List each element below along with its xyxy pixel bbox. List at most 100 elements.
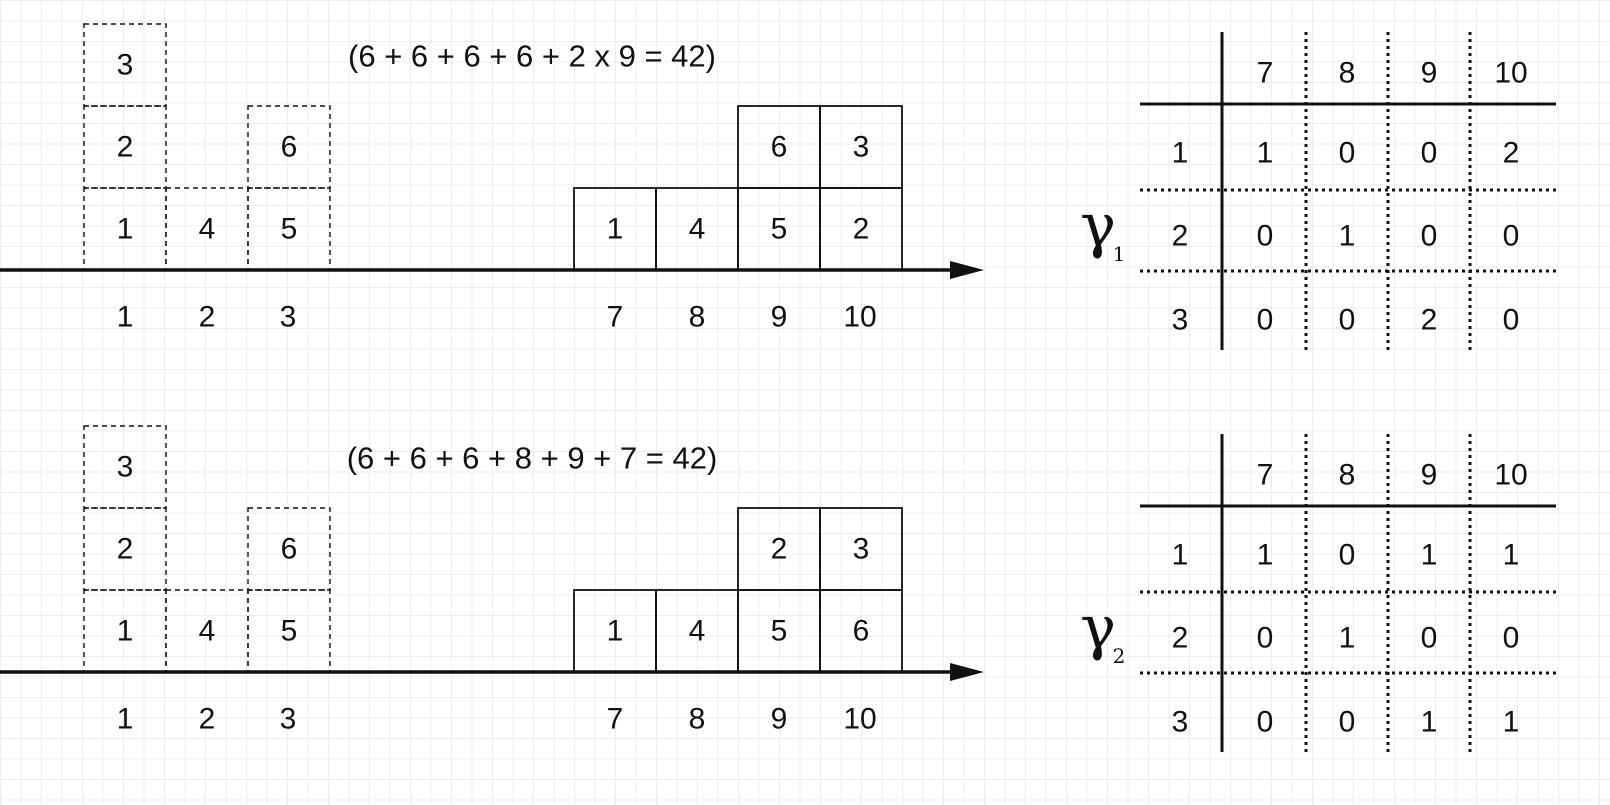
matrix-cell: 0 — [1339, 706, 1356, 739]
matrix-cell: 1 — [1339, 622, 1356, 655]
target-box — [819, 507, 903, 591]
equation-label: (6 + 6 + 6 + 8 + 9 + 7 = 42) — [347, 441, 718, 476]
box-label: 5 — [771, 213, 788, 246]
box-label: 6 — [853, 615, 870, 648]
axis-label: 3 — [280, 703, 297, 736]
box-label: 1 — [117, 213, 134, 246]
matrix-cell: 0 — [1421, 220, 1438, 253]
matrix-col-header: 7 — [1257, 57, 1274, 90]
matrix-cell: 1 — [1421, 539, 1438, 572]
box-label: 2 — [853, 213, 870, 246]
gamma-symbol: γ — [1080, 191, 1116, 261]
matrix-cell: 1 — [1339, 220, 1356, 253]
matrix-cell: 2 — [1503, 137, 1520, 170]
matrix-row-header: 1 — [1172, 539, 1189, 572]
source-box — [83, 23, 167, 107]
axis-label: 3 — [280, 301, 297, 334]
matrix-col-header: 8 — [1339, 57, 1356, 90]
matrix-cell: 1 — [1257, 137, 1274, 170]
source-box — [83, 589, 167, 673]
box-label: 4 — [199, 213, 216, 246]
matrix-col-header: 9 — [1421, 459, 1438, 492]
axis-label: 2 — [199, 301, 216, 334]
source-box — [83, 105, 167, 189]
source-box — [247, 187, 331, 271]
box-label: 4 — [689, 213, 706, 246]
matrix-row-header: 3 — [1172, 304, 1189, 337]
axis-label: 8 — [689, 301, 706, 334]
axis-arrowhead — [950, 663, 984, 681]
axis-label: 1 — [117, 703, 134, 736]
box-label: 4 — [689, 615, 706, 648]
matrix-cell: 1 — [1421, 706, 1438, 739]
gamma-subscript: 1 — [1113, 242, 1126, 266]
axis-label: 8 — [689, 703, 706, 736]
target-box — [819, 105, 903, 189]
box-label: 3 — [117, 451, 134, 484]
matrix-col-header: 9 — [1421, 57, 1438, 90]
axis-label: 10 — [843, 301, 876, 334]
matrix-cell: 1 — [1257, 539, 1274, 572]
source-box — [165, 589, 249, 673]
source-box — [83, 507, 167, 591]
gamma-symbol: γ — [1080, 593, 1116, 663]
box-label: 3 — [853, 131, 870, 164]
box-label: 6 — [281, 131, 298, 164]
box-label: 2 — [771, 533, 788, 566]
matrix-col-header: 7 — [1257, 459, 1274, 492]
box-label: 3 — [117, 49, 134, 82]
matrix-row-header: 1 — [1172, 137, 1189, 170]
gamma-subscript: 2 — [1113, 644, 1126, 668]
box-label: 6 — [771, 131, 788, 164]
source-box — [83, 425, 167, 509]
axis-label: 2 — [199, 703, 216, 736]
matrix-row-header: 2 — [1172, 622, 1189, 655]
box-label: 2 — [117, 533, 134, 566]
box-label: 1 — [607, 615, 624, 648]
source-box — [165, 187, 249, 271]
box-label: 6 — [281, 533, 298, 566]
axis-label: 9 — [771, 301, 788, 334]
matrix-row-header: 3 — [1172, 706, 1189, 739]
matrix-cell: 1 — [1503, 539, 1520, 572]
source-box — [247, 105, 331, 189]
box-label: 4 — [199, 615, 216, 648]
box-label: 1 — [607, 213, 624, 246]
matrix-cell: 0 — [1257, 622, 1274, 655]
box-label: 1 — [117, 615, 134, 648]
matrix-col-header: 10 — [1494, 57, 1527, 90]
matrix-cell: 0 — [1421, 622, 1438, 655]
axis-label: 1 — [117, 301, 134, 334]
source-box — [83, 187, 167, 271]
matrix-cell: 0 — [1339, 539, 1356, 572]
axis-arrowhead — [950, 261, 984, 279]
matrix-cell: 0 — [1257, 706, 1274, 739]
matrix-cell: 0 — [1257, 220, 1274, 253]
matrix-cell: 0 — [1503, 304, 1520, 337]
matrix-col-header: 10 — [1494, 459, 1527, 492]
matrix-cell: 0 — [1503, 622, 1520, 655]
axis-label: 9 — [771, 703, 788, 736]
matrix-cell: 0 — [1503, 220, 1520, 253]
matrix-cell: 2 — [1421, 304, 1438, 337]
axis-label: 7 — [607, 703, 624, 736]
axis-label: 7 — [607, 301, 624, 334]
box-label: 3 — [853, 533, 870, 566]
matrix-cell: 0 — [1257, 304, 1274, 337]
box-label: 5 — [281, 213, 298, 246]
box-label: 5 — [281, 615, 298, 648]
matrix-cell: 0 — [1421, 137, 1438, 170]
box-label: 5 — [771, 615, 788, 648]
axis-label: 10 — [843, 703, 876, 736]
equation-label: (6 + 6 + 6 + 6 + 2 x 9 = 42) — [348, 39, 716, 74]
source-box — [247, 507, 331, 591]
matrix-cell: 1 — [1503, 706, 1520, 739]
matrix-cell: 0 — [1339, 137, 1356, 170]
matrix-col-header: 8 — [1339, 459, 1356, 492]
matrix-cell: 0 — [1339, 304, 1356, 337]
